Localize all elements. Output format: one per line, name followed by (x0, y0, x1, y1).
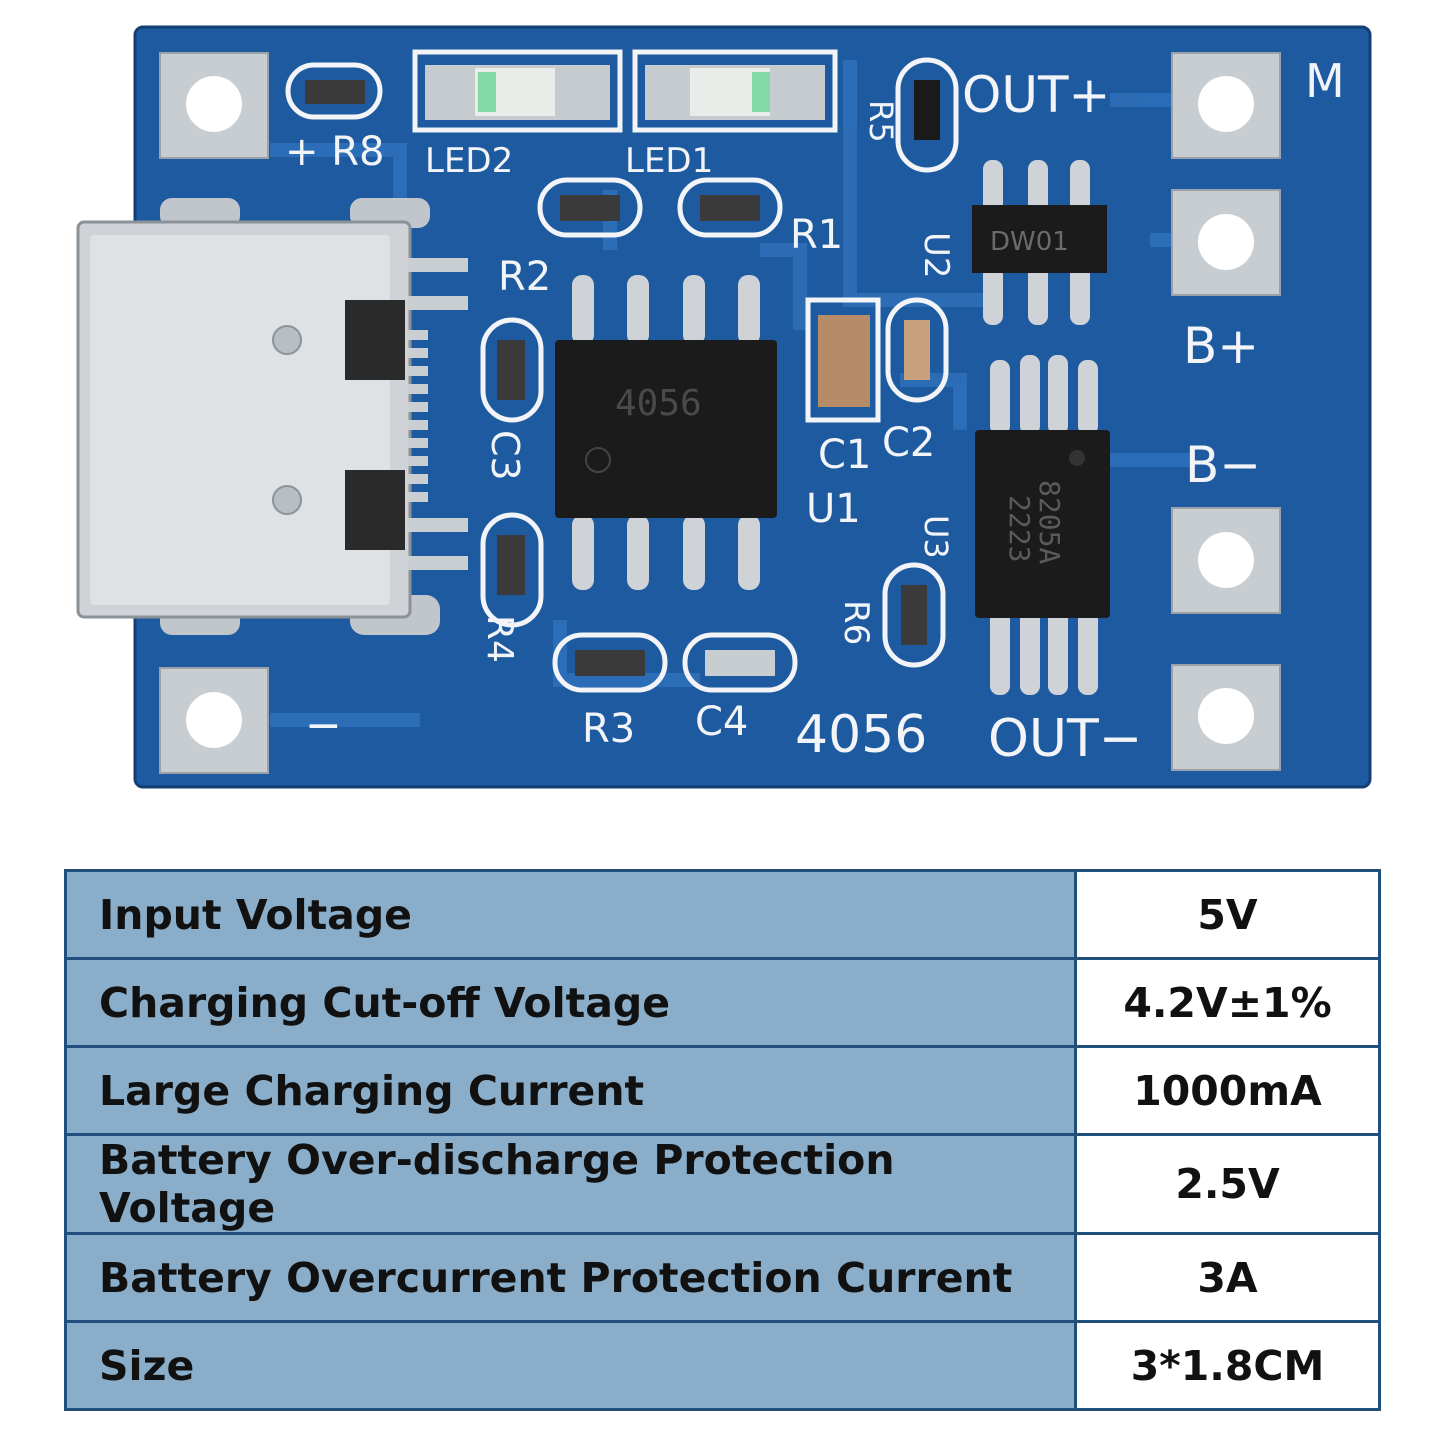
table-row: Charging Cut-off Voltage 4.2V±1% (64, 957, 1381, 1048)
u3-chip (975, 355, 1110, 695)
label-r4: R4 (479, 615, 520, 663)
table-row: Large Charging Current 1000mA (64, 1045, 1381, 1136)
table-row: Size 3*1.8CM (64, 1320, 1381, 1411)
led1-component (632, 49, 838, 133)
label-r3: R3 (582, 706, 635, 752)
label-minus: − (305, 700, 342, 751)
label-u1: U1 (806, 486, 861, 532)
label-out-plus: OUT+ (962, 66, 1110, 124)
label-dw01: DW01 (990, 227, 1069, 257)
led2-component (412, 49, 623, 133)
u1-chip (555, 275, 777, 590)
pad-out-minus (1171, 664, 1281, 771)
label-ic-8205a: 8205A (1033, 480, 1066, 564)
label-r2: R2 (498, 254, 551, 300)
label-out-minus: OUT− (988, 709, 1142, 769)
spec-table: Input Voltage 5V Charging Cut-off Voltag… (64, 869, 1381, 1411)
label-ic-4056: 4056 (615, 383, 702, 424)
label-led1: LED1 (625, 141, 713, 181)
usb-c-connector (76, 198, 440, 635)
pcb-board: + R8 LED2 LED1 R5 OUT+ M R1 R2 U2 DW01 B… (76, 25, 1372, 789)
pad-b-plus (1171, 189, 1281, 296)
u2-chip (972, 160, 1107, 325)
spec-label: Charging Cut-off Voltage (64, 957, 1077, 1048)
pad-out-plus (1171, 52, 1281, 159)
spec-value: 4.2V±1% (1074, 957, 1381, 1048)
label-r5: R5 (862, 100, 900, 143)
label-c3: C3 (483, 430, 527, 481)
label-r8: + R8 (285, 129, 384, 175)
label-r1: R1 (790, 212, 843, 258)
spec-value: 3A (1074, 1232, 1381, 1323)
spec-value: 1000mA (1074, 1045, 1381, 1136)
label-c2: C2 (882, 420, 935, 466)
pad-plus-top-left (159, 52, 269, 159)
label-b-minus: B− (1185, 436, 1261, 494)
spec-label: Battery Overcurrent Protection Current (64, 1232, 1077, 1323)
label-model-4056: 4056 (795, 705, 927, 765)
spec-label: Size (64, 1320, 1077, 1411)
label-u2: U2 (916, 232, 956, 279)
label-led2: LED2 (425, 141, 513, 181)
resistor-outlines (285, 57, 959, 693)
spec-label: Large Charging Current (64, 1045, 1077, 1136)
spec-label: Battery Over-discharge Protection Voltag… (64, 1133, 1077, 1235)
label-m: M (1305, 54, 1345, 108)
table-row: Input Voltage 5V (64, 869, 1381, 960)
label-u3: U3 (917, 515, 955, 559)
spec-value: 2.5V (1074, 1133, 1381, 1235)
table-row: Battery Over-discharge Protection Voltag… (64, 1133, 1381, 1235)
spec-value: 5V (1074, 869, 1381, 960)
usb-c-pins (408, 258, 468, 570)
pcb-board-image: + R8 LED2 LED1 R5 OUT+ M R1 R2 U2 DW01 B… (76, 25, 1372, 789)
spec-value: 3*1.8CM (1074, 1320, 1381, 1411)
pad-minus-bottom-left (159, 667, 269, 774)
label-r6: R6 (836, 600, 876, 645)
smd-resistors (305, 80, 940, 676)
label-ic-2223: 2223 (1003, 495, 1036, 562)
label-c4: C4 (695, 699, 748, 745)
spec-label: Input Voltage (64, 869, 1077, 960)
pad-b-minus (1171, 507, 1281, 614)
table-row: Battery Overcurrent Protection Current 3… (64, 1232, 1381, 1323)
label-c1: C1 (818, 432, 871, 478)
label-b-plus: B+ (1183, 317, 1259, 375)
